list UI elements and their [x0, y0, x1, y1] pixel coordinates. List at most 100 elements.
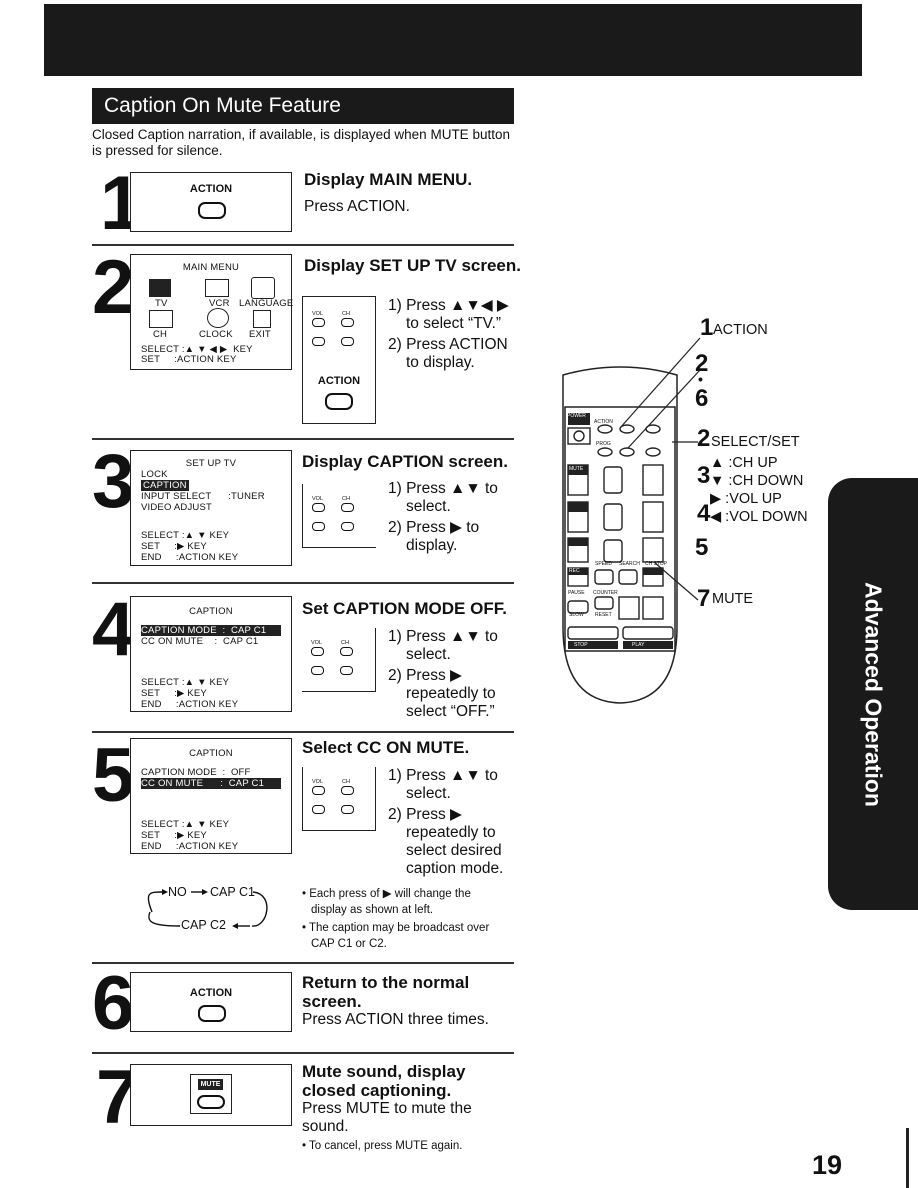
exit-menu-icon — [253, 310, 271, 328]
callout-dot: • — [698, 371, 703, 387]
osd-hint: SELECT :▲ ▼ KEY — [141, 819, 230, 830]
remote-rec-label: REC — [569, 568, 580, 574]
mute-button-box: MUTE — [130, 1064, 292, 1126]
callout-number: 3 — [697, 462, 711, 489]
setup-tv-screen: SET UP TV LOCK CAPTION INPUT SELECT :TUN… — [130, 450, 292, 566]
menu-item-ch: CH — [153, 329, 168, 340]
step-body: Press ACTION three times. — [302, 1011, 489, 1028]
step-heading: Display MAIN MENU. — [304, 170, 473, 189]
instruction: select. — [406, 498, 451, 515]
instruction: 1) Press ▲▼◀ ▶ — [388, 297, 509, 314]
osd-row: VIDEO ADJUST — [141, 502, 213, 513]
page-edge-rule — [906, 1128, 909, 1188]
section-tab — [828, 478, 918, 910]
action-button-box: ACTION — [130, 172, 292, 232]
remote-pad-box: VOL CH — [302, 628, 376, 692]
action-button-icon — [325, 393, 353, 410]
instruction: repeatedly to — [406, 685, 496, 702]
divider — [92, 962, 514, 964]
remote-prog-label: PROG — [596, 441, 611, 447]
ch-up-button-icon — [340, 647, 353, 656]
step-heading: closed captioning. — [302, 1081, 452, 1100]
osd-row: CAPTION MODE : OFF — [141, 767, 251, 778]
callout-mute: MUTE — [712, 591, 754, 607]
mute-label: MUTE — [198, 1079, 223, 1090]
callout-vol-up: ▶ :VOL UP — [710, 491, 782, 507]
note: • Each press of ▶ will change the — [302, 888, 471, 900]
main-menu-screen: MAIN MENU TV VCR LANGUAGE CH CLOCK EXIT … — [130, 254, 294, 370]
vol-button-icon — [311, 647, 324, 656]
step-body: sound. — [302, 1118, 349, 1135]
osd-row: INPUT SELECT :TUNER — [141, 491, 265, 502]
cycle-cap-c2: CAP C2 — [181, 918, 226, 932]
section-tab-label: Advanced Operation — [860, 581, 887, 807]
cycle-cap-c1: CAP C1 — [210, 885, 255, 899]
vol-button-icon — [312, 786, 325, 795]
note: CAP C1 or C2. — [311, 938, 387, 950]
divider — [92, 582, 514, 584]
osd-title: SET UP TV — [185, 458, 237, 469]
step-heading: Display SET UP TV screen. — [304, 256, 521, 275]
osd-title: MAIN MENU — [182, 262, 240, 273]
instruction: 1) Press ▲▼ to — [388, 628, 498, 645]
remote-counter-label: COUNTER — [593, 590, 618, 596]
instruction: 1) Press ▲▼ to — [388, 480, 498, 497]
remote-speed-label: SPEED — [595, 561, 612, 567]
instruction: select. — [406, 785, 451, 802]
osd-hint: END :ACTION KEY — [141, 699, 239, 710]
header-bar — [44, 4, 862, 76]
vol-button-icon — [312, 318, 325, 327]
callout-vol-down: ◀ :VOL DOWN — [710, 509, 808, 525]
callout-lines — [619, 337, 701, 601]
osd-hint: SET :▶ KEY — [141, 541, 207, 552]
language-menu-icon — [251, 277, 275, 299]
menu-item-exit: EXIT — [249, 329, 271, 340]
menu-item-clock: CLOCK — [199, 329, 233, 340]
step-body: Press ACTION. — [304, 198, 410, 215]
osd-hint: SELECT :▲ ▼ KEY — [141, 677, 230, 688]
vcr-menu-icon — [205, 279, 229, 297]
note: display as shown at left. — [311, 904, 434, 916]
step-heading: Mute sound, display — [302, 1062, 466, 1081]
callout-ch-down: ▼ :CH DOWN — [710, 473, 804, 489]
step-body: Press MUTE to mute the — [302, 1100, 472, 1117]
divider — [92, 731, 514, 733]
step-number: 6 — [92, 961, 135, 1046]
osd-row: CC ON MUTE : CAP C1 — [141, 636, 259, 647]
ch-menu-icon — [149, 310, 173, 328]
remote-control-illustration — [562, 366, 678, 704]
callout-ch-up: ▲ :CH UP — [710, 455, 778, 471]
step-heading: Display CAPTION screen. — [302, 452, 508, 471]
ch-down-button-icon — [340, 666, 353, 675]
vol-down-button-icon — [312, 337, 325, 346]
ch-down-button-icon — [341, 337, 354, 346]
instruction: 2) Press ▶ to — [388, 519, 480, 536]
ch-down-button-icon — [341, 522, 354, 531]
mute-button-icon — [197, 1095, 225, 1109]
action-button-box: ACTION — [130, 972, 292, 1032]
vol-down-button-icon — [312, 522, 325, 531]
caption-screen: CAPTION CAPTION MODE : CAP C1 CC ON MUTE… — [130, 596, 292, 712]
osd-row-selected: CAPTION MODE : CAP C1 — [141, 625, 281, 636]
remote-pad-box: VOL CH ACTION — [302, 296, 376, 424]
osd-row-selected: CAPTION — [141, 480, 189, 491]
note: • The caption may be broadcast over — [302, 922, 490, 934]
menu-item-language: LANGUAGE — [239, 298, 294, 309]
osd-hint: SELECT :▲ ▼ KEY — [141, 530, 230, 541]
instruction: display. — [406, 537, 458, 554]
osd-row-selected: CC ON MUTE : CAP C1 — [141, 778, 281, 789]
callout-number: 2 — [695, 350, 709, 377]
osd-hint: SET :▶ KEY — [141, 830, 207, 841]
note: • To cancel, press MUTE again. — [302, 1140, 463, 1152]
instruction: select desired — [406, 842, 502, 859]
instruction: to display. — [406, 354, 475, 371]
osd-row: LOCK — [141, 469, 168, 480]
ch-up-button-icon — [341, 503, 354, 512]
osd-hint: SET :▶ KEY — [141, 688, 207, 699]
osd-hint: SET :ACTION KEY — [141, 354, 237, 365]
ch-up-button-icon — [341, 318, 354, 327]
callout-select-set: SELECT/SET — [711, 434, 800, 450]
remote-play-label: PLAY — [632, 642, 645, 648]
instruction: select “OFF.” — [406, 703, 495, 720]
remote-pad-box: VOL CH — [302, 484, 376, 548]
